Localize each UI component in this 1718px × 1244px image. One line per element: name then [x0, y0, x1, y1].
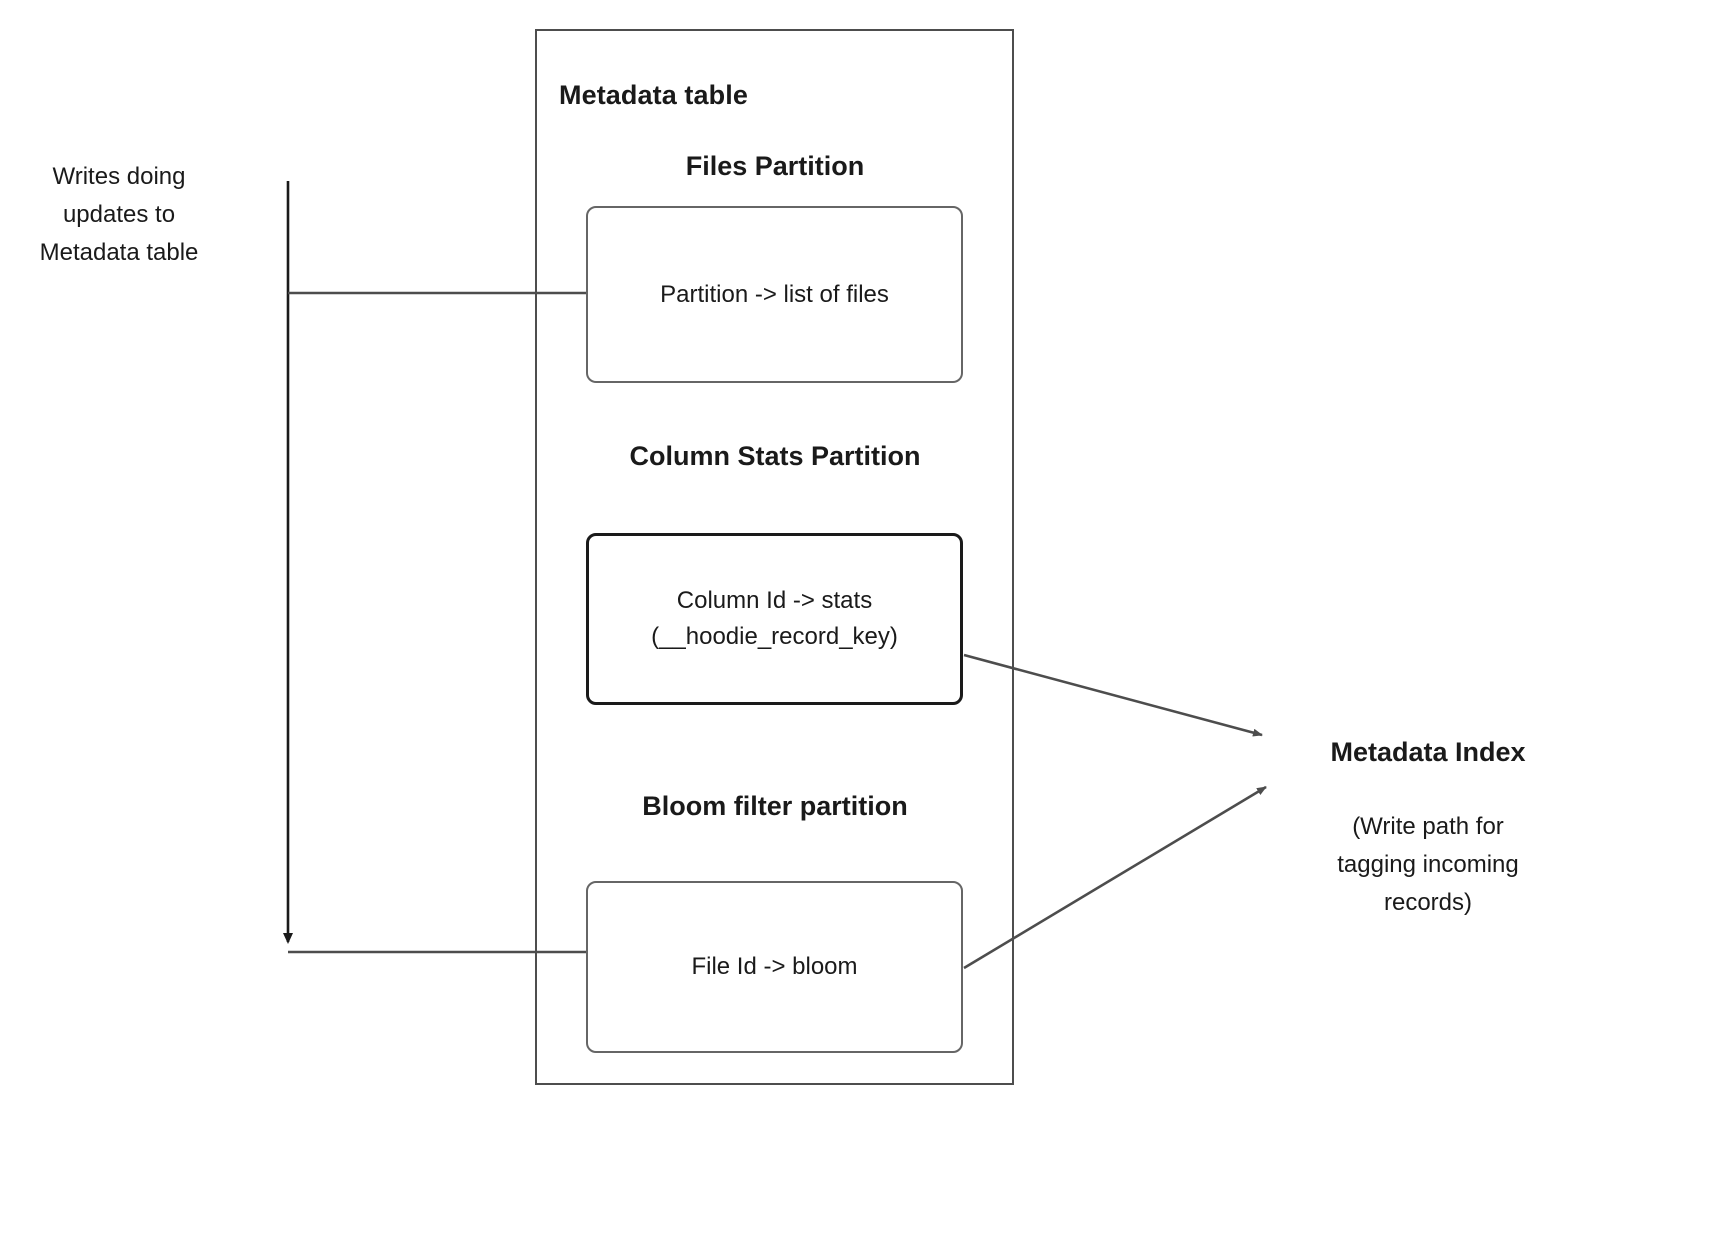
- bloom-filter-partition-box: File Id -> bloom: [586, 881, 963, 1053]
- metadata-table-container: [535, 29, 1014, 1085]
- bloom-filter-partition-heading: Bloom filter partition: [642, 791, 908, 821]
- column-stats-partition-box: Column Id -> stats (__hoodie_record_key): [586, 533, 963, 705]
- metadata-table-title: Metadata table: [559, 80, 748, 110]
- metadata-index-label: Metadata Index: [1330, 737, 1526, 767]
- files-partition-heading: Files Partition: [685, 151, 865, 181]
- column-stats-partition-heading: Column Stats Partition: [629, 441, 921, 471]
- bloom-filter-partition-box-text: File Id -> bloom: [691, 953, 858, 980]
- column-stats-partition-box-text: Column Id -> stats (__hoodie_record_key): [651, 587, 898, 650]
- writes-annotation-label: Writes doing updates to Metadata table: [39, 163, 199, 266]
- files-partition-box: Partition -> list of files: [586, 206, 963, 383]
- files-partition-box-text: Partition -> list of files: [660, 280, 889, 308]
- metadata-index-note: (Write path for tagging incoming records…: [1337, 813, 1519, 916]
